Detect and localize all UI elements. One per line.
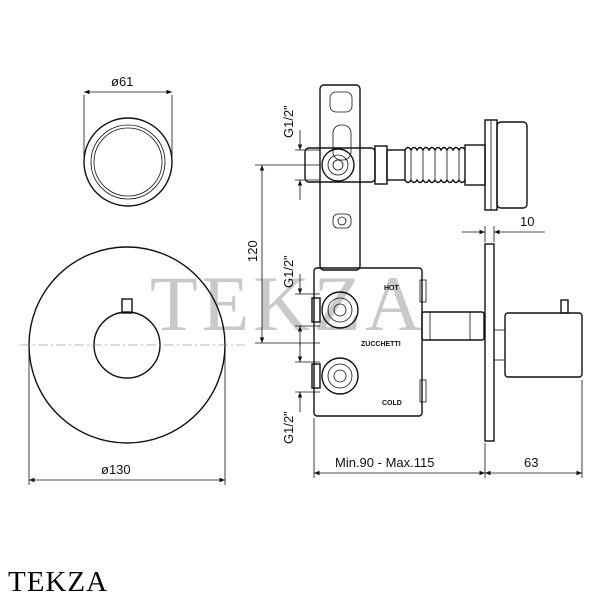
- diameter-small-label: ø61: [111, 74, 133, 89]
- height-120-label: 120: [245, 240, 260, 262]
- valve-body-view: HOT ZUCCHETTI COLD: [304, 84, 485, 417]
- hose-assembly: [374, 119, 528, 211]
- plate-thickness-label: 10: [520, 214, 534, 229]
- small-rosette-view: ø61: [83, 74, 173, 207]
- thread-middle-label: G1/2": [281, 255, 296, 288]
- cold-label: COLD: [382, 400, 402, 407]
- diameter-plate-label: ø130: [101, 462, 131, 477]
- zucchetti-label: ZUCCHETTI: [361, 341, 401, 348]
- plate-side-view: 10: [462, 214, 583, 442]
- plate-front-view: ø130: [20, 246, 245, 485]
- horizontal-dimensions: Min.90 - Max.115 63: [313, 380, 583, 478]
- depth-63-label: 63: [524, 455, 538, 470]
- brand-caption: TEKZA: [8, 566, 109, 598]
- depth-range-label: Min.90 - Max.115: [335, 455, 434, 470]
- thread-bottom-label: G1/2": [281, 411, 296, 444]
- thread-top-label: G1/2": [281, 105, 296, 138]
- hot-label: HOT: [384, 285, 400, 292]
- vertical-dimensions: 120 G1/2" G1/2" G1/2": [245, 105, 320, 444]
